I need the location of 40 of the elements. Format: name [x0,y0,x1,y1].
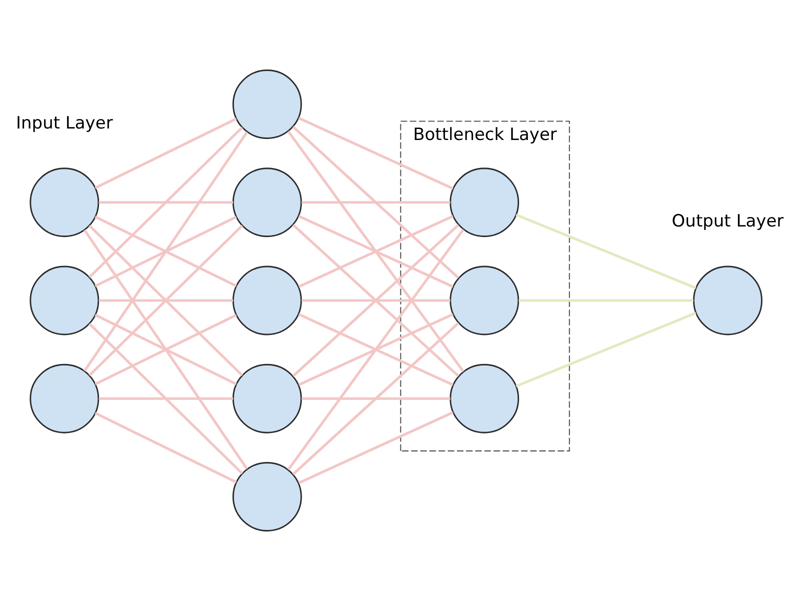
connector [94,117,237,189]
connector [292,223,460,377]
connector [516,213,696,289]
node-circle [30,265,100,335]
connector [94,215,237,287]
node-circle [450,363,520,433]
node-circle [450,265,520,335]
node-circle [232,265,302,335]
connector [94,411,237,483]
connector [298,410,454,484]
connector [292,125,460,278]
node-circle [232,462,302,531]
connector [302,200,450,204]
connector [98,396,234,400]
connector [88,126,244,278]
cluster: Bottleneck Layer [400,120,570,451]
node-circle [30,167,100,237]
node-circle [30,363,100,433]
connector [287,130,464,372]
node-circle [450,167,520,237]
connector [98,298,234,302]
connector [518,298,694,302]
connector [88,224,244,376]
connector [516,311,696,387]
connector [302,396,450,400]
label: Output Layer [672,210,784,231]
connector [287,228,464,470]
node-circle [232,363,302,433]
connector [302,298,450,302]
connector [298,116,454,190]
node-circle [232,167,302,237]
connector [94,313,237,385]
node-circle [693,265,762,335]
connector [98,200,234,204]
connector [83,228,248,470]
node-circle [232,69,302,138]
connector [88,322,244,474]
connector [83,130,248,372]
label: Input Layer [16,112,113,133]
connector [292,322,460,475]
